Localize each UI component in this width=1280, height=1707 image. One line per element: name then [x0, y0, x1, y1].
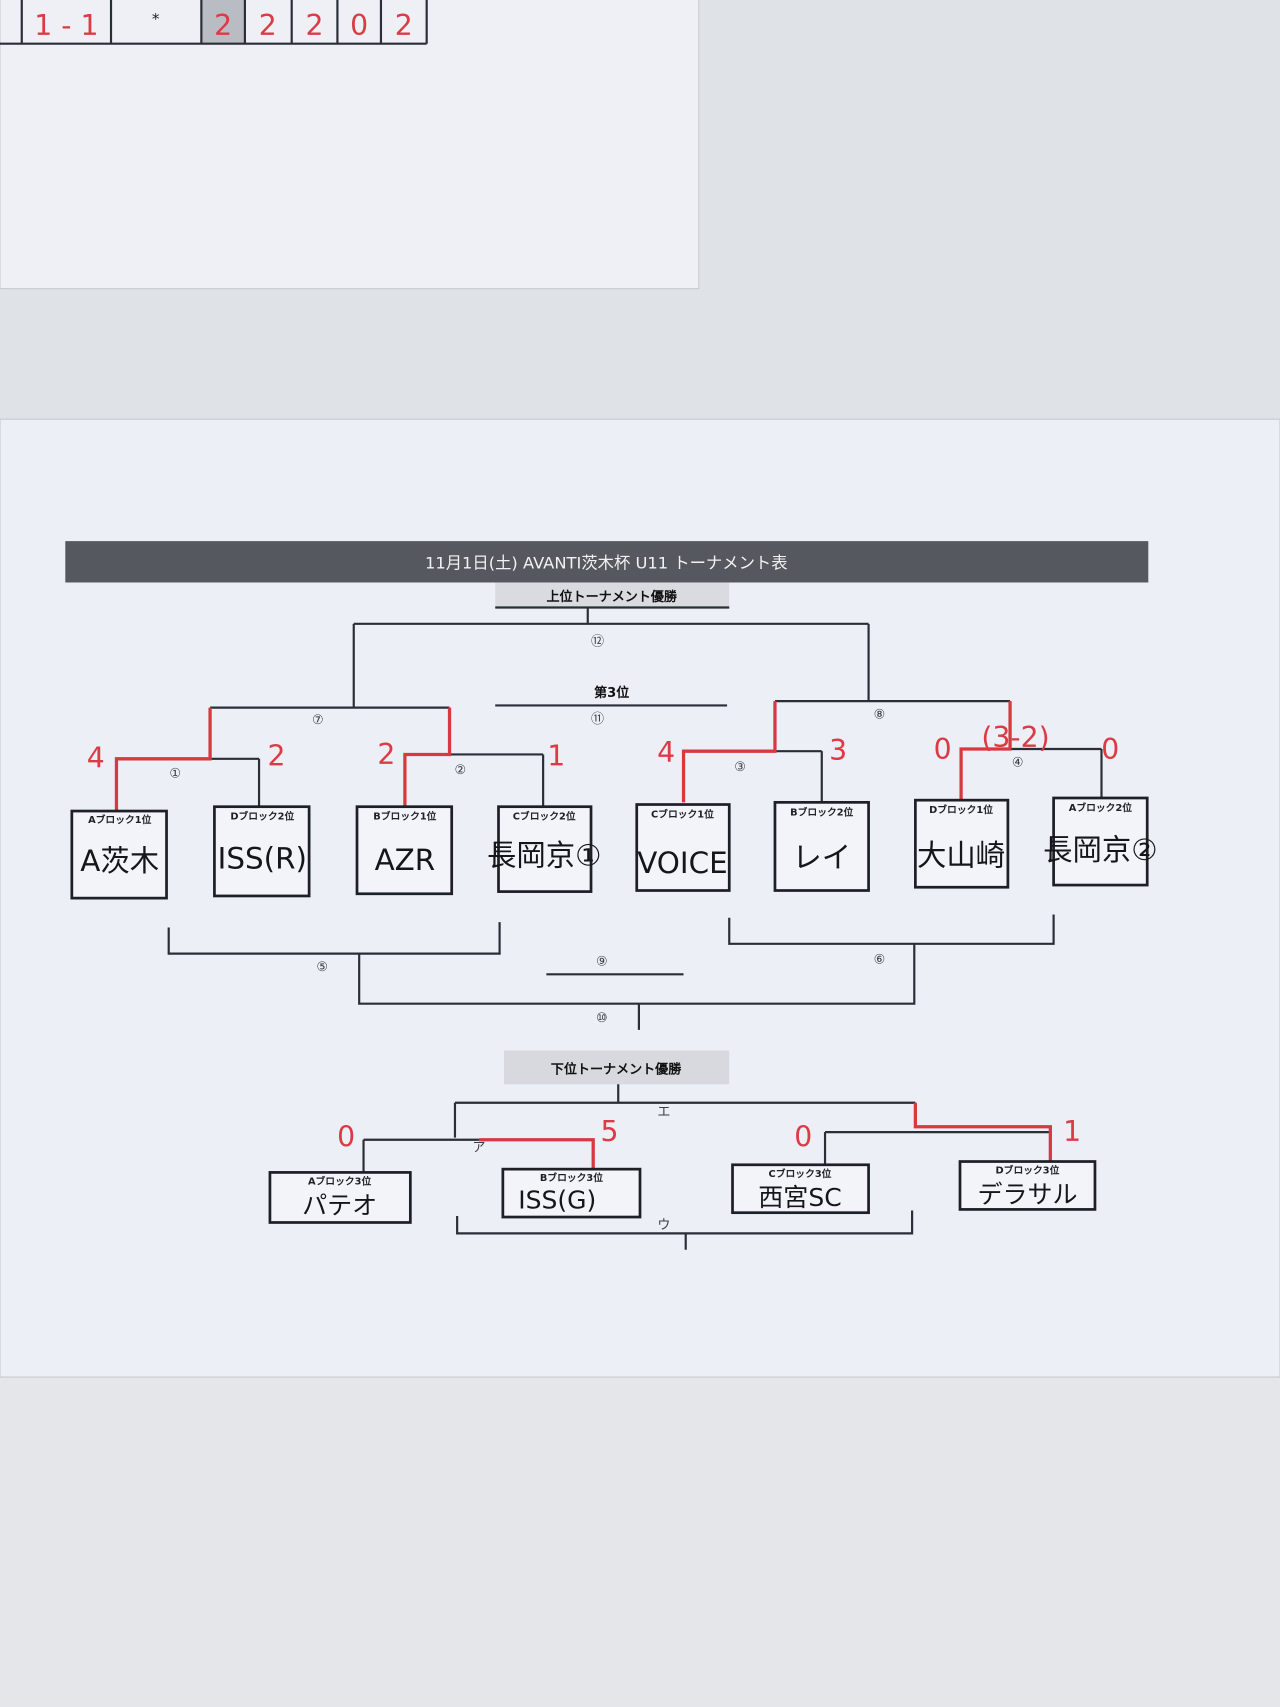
team-box: Aブロック1位 A茨木	[70, 809, 168, 900]
winner-path-upper	[114, 701, 1012, 812]
team-name: A茨木	[80, 844, 159, 878]
team-name: ISS(R)	[218, 842, 307, 876]
slot-label: Dブロック3位	[996, 1164, 1060, 1177]
team-box: Bブロック3位 ISS(G)	[501, 1167, 642, 1219]
team-name: AZR	[375, 843, 436, 877]
slot-label: Aブロック2位	[1069, 801, 1133, 814]
team-box: Dブロック2位 ISS(R)	[213, 805, 311, 898]
tournament-bracket-sheet: 11月1日(土) AVANTI茨木杯 U11 トーナメント表 上位トーナメント優…	[0, 418, 1280, 1378]
score-azr: 2	[377, 738, 395, 771]
match-number-7: ⑦	[312, 713, 324, 728]
match-number-12: ⑫	[591, 635, 604, 650]
slot-label: Bブロック1位	[373, 810, 436, 823]
team-box: Aブロック3位 パテオ	[268, 1171, 412, 1224]
winner-path-lower	[478, 1102, 1052, 1170]
match-number-4: ④	[1012, 755, 1024, 770]
slot-label: Aブロック3位	[308, 1174, 372, 1187]
match-number-10: ⑩	[596, 1011, 608, 1026]
pk-score: (3-2)	[981, 721, 1049, 754]
match-number-11: ⑪	[591, 712, 604, 727]
team-box: Aブロック2位 長岡京②	[1043, 796, 1158, 887]
match-number-8: ⑧	[874, 708, 886, 723]
score-cell: 2	[259, 9, 277, 42]
score-nagaokakyo-1: 1	[547, 739, 565, 772]
match-label-e: エ	[657, 1105, 670, 1120]
score-delasalle: 1	[1063, 1115, 1081, 1148]
team-box: Dブロック3位 デラサル	[958, 1160, 1097, 1211]
team-box: Bブロック2位 レイ	[773, 800, 870, 892]
team-box: Cブロック2位 長岡京①	[487, 805, 601, 893]
team-name: 大山崎	[917, 838, 1005, 872]
page-title: 11月1日(土) AVANTI茨木杯 U11 トーナメント表	[425, 553, 788, 572]
score-iss-r: 2	[267, 739, 285, 772]
team-name: パテオ	[302, 1191, 377, 1220]
team-name: デラサル	[977, 1180, 1077, 1209]
team-name: ISS(G)	[518, 1185, 596, 1214]
slot-label: Cブロック2位	[513, 810, 576, 823]
match-number-6: ⑥	[874, 952, 886, 967]
team-box: Cブロック1位 VOICE	[635, 803, 731, 892]
team-box: Bブロック1位 AZR	[355, 805, 454, 896]
score-pateo: 0	[337, 1120, 355, 1153]
score-cell: 1 - 1	[34, 9, 98, 42]
score-a-ibaraki: 4	[87, 742, 105, 775]
score-nishinomiya-sc: 0	[794, 1120, 812, 1153]
team-name: 長岡京②	[1043, 833, 1157, 867]
team-name: レイ	[792, 841, 851, 875]
team-name: 長岡京①	[487, 838, 601, 872]
match-number-9: ⑨	[596, 955, 608, 970]
match-number-5: ⑤	[316, 960, 328, 975]
match-number-3: ③	[734, 760, 746, 775]
score-iss-g: 5	[601, 1115, 619, 1148]
score-cell: 0	[350, 9, 368, 42]
lower-winner-label: 下位トーナメント優勝	[551, 1061, 682, 1077]
third-place-label: 第3位	[594, 685, 629, 701]
match-number-1: ①	[169, 766, 181, 781]
team-name: VOICE	[637, 846, 727, 880]
slot-label: Cブロック3位	[769, 1167, 832, 1180]
score-cell: 2	[214, 9, 232, 42]
upper-winner-label: 上位トーナメント優勝	[546, 589, 677, 605]
bracket-lines-lower	[362, 1084, 1051, 1250]
slot-label: Dブロック1位	[929, 803, 993, 816]
team-name: 西宮SC	[758, 1183, 841, 1212]
score-cell: 2	[395, 9, 413, 42]
score-nagaokakyo-2: 0	[1101, 733, 1119, 766]
title-bar	[65, 541, 1149, 583]
match-label-a: ア	[472, 1141, 485, 1156]
team-box: Cブロック3位 西宮SC	[731, 1163, 870, 1215]
slot-label: Bブロック3位	[540, 1171, 603, 1184]
score-voice: 4	[657, 736, 675, 769]
top-score-sheet: 1 - 1 * 2 2 2 0 2	[0, 0, 700, 290]
match-label-u: ウ	[657, 1218, 670, 1233]
match-number-2: ②	[455, 763, 467, 778]
score-cell: 2	[306, 9, 324, 42]
wall-lower	[0, 1377, 1280, 1707]
slot-label: Bブロック2位	[790, 805, 853, 818]
score-oyamazaki: 0	[934, 733, 952, 766]
score-cell: *	[152, 10, 160, 28]
score-rei: 3	[829, 734, 847, 767]
slot-label: Cブロック1位	[651, 808, 714, 821]
slot-label: Dブロック2位	[230, 810, 294, 823]
team-box: Dブロック1位 大山崎	[914, 798, 1010, 889]
slot-label: Aブロック1位	[88, 813, 152, 826]
